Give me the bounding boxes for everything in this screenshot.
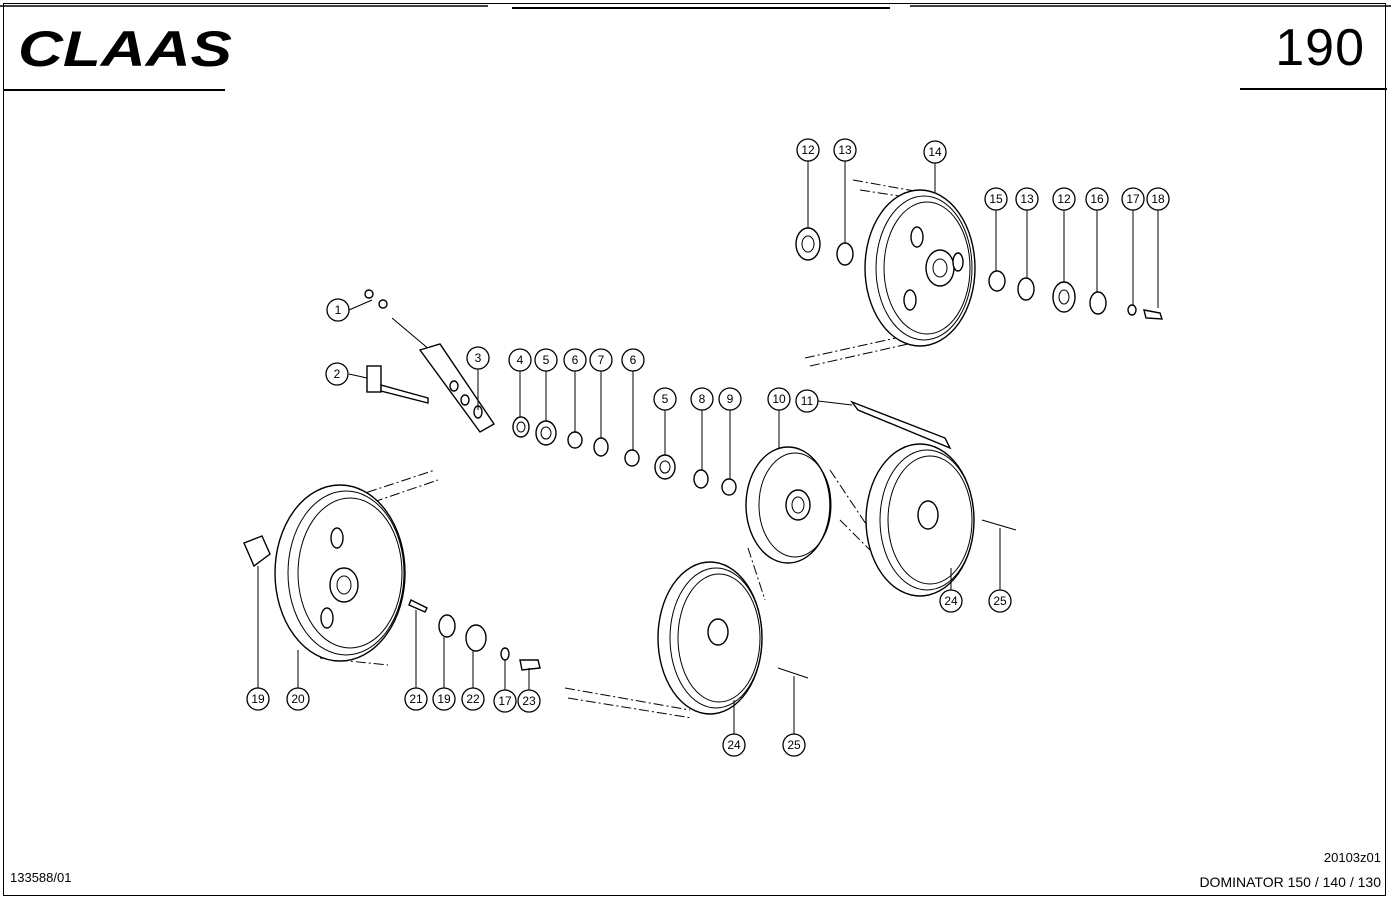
- svg-text:15: 15: [989, 192, 1003, 206]
- callout-13: 13: [833, 138, 857, 162]
- callout-2: 2: [325, 362, 349, 386]
- svg-text:19: 19: [251, 692, 265, 706]
- callout-23: 23: [517, 689, 541, 713]
- svg-text:22: 22: [466, 692, 480, 706]
- document-number: 133588/01: [10, 870, 72, 885]
- svg-text:19: 19: [437, 692, 451, 706]
- svg-text:12: 12: [801, 143, 815, 157]
- lower-left-parts: [243, 535, 541, 671]
- shaft-small-parts: [512, 416, 737, 496]
- callout-24b: 24: [722, 733, 746, 757]
- part-1-nuts: [364, 289, 388, 309]
- svg-text:5: 5: [662, 392, 669, 406]
- callout-7: 7: [589, 348, 613, 372]
- svg-text:25: 25: [787, 738, 801, 752]
- part-2-bolt: [366, 365, 429, 404]
- callout-13b: 13: [1015, 187, 1039, 211]
- pulley-14: [864, 189, 976, 347]
- svg-text:5: 5: [543, 353, 550, 367]
- callout-25b: 25: [782, 733, 806, 757]
- svg-text:12: 12: [1057, 192, 1071, 206]
- svg-text:24: 24: [944, 594, 958, 608]
- callout-11: 11: [795, 389, 819, 413]
- svg-text:23: 23: [522, 694, 536, 708]
- claas-logo: CLAAS: [18, 24, 232, 74]
- callout-15: 15: [984, 187, 1008, 211]
- model-name: DOMINATOR 150 / 140 / 130: [1199, 874, 1381, 890]
- callout-10: 10: [767, 387, 791, 411]
- callout-19: 19: [246, 687, 270, 711]
- callout-17b: 17: [493, 689, 517, 713]
- svg-text:8: 8: [699, 392, 706, 406]
- callout-labels: 1 2 3 4 5 6 7 6 5 8 9 10 11 12 13 14 15 …: [246, 138, 1170, 757]
- callout-5: 5: [534, 348, 558, 372]
- callout-3: 3: [466, 346, 490, 370]
- callout-16: 16: [1085, 187, 1109, 211]
- callout-1: 1: [326, 298, 350, 322]
- svg-text:18: 18: [1151, 192, 1165, 206]
- svg-text:25: 25: [993, 594, 1007, 608]
- leader-lines: [257, 161, 1159, 734]
- callout-8: 8: [690, 387, 714, 411]
- pulley-20-left: [274, 484, 406, 662]
- svg-text:20: 20: [291, 692, 305, 706]
- svg-text:9: 9: [727, 392, 734, 406]
- callout-12b: 12: [1052, 187, 1076, 211]
- upper-right-parts: [795, 227, 1163, 320]
- callout-6b: 6: [621, 348, 645, 372]
- part-3-tension-arm: [391, 317, 496, 433]
- brand-logo-text: CLAAS: [18, 24, 232, 74]
- svg-text:13: 13: [838, 143, 852, 157]
- top-rule: [0, 5, 1391, 9]
- svg-text:24: 24: [727, 738, 741, 752]
- svg-text:14: 14: [928, 145, 942, 159]
- pulley-10: [745, 446, 832, 564]
- svg-text:6: 6: [572, 353, 579, 367]
- callout-24: 24: [939, 589, 963, 613]
- svg-text:6: 6: [630, 353, 637, 367]
- callout-18: 18: [1146, 187, 1170, 211]
- callout-6: 6: [563, 348, 587, 372]
- pulley-24-right: [865, 443, 975, 597]
- svg-text:2: 2: [334, 367, 341, 381]
- callout-19b: 19: [432, 687, 456, 711]
- callout-14: 14: [923, 140, 947, 164]
- pulley-24-center: [657, 561, 763, 715]
- callout-17: 17: [1121, 187, 1145, 211]
- callout-20: 20: [286, 687, 310, 711]
- pins-25: [777, 519, 1017, 679]
- svg-text:7: 7: [598, 353, 605, 367]
- svg-text:11: 11: [801, 394, 814, 408]
- svg-text:13: 13: [1020, 192, 1034, 206]
- drawing-code: 20103z01: [1323, 850, 1381, 865]
- callout-9: 9: [718, 387, 742, 411]
- svg-text:17: 17: [498, 694, 512, 708]
- logo-rule: [3, 89, 225, 91]
- belt-part-11: [849, 400, 952, 450]
- callout-12: 12: [796, 138, 820, 162]
- callout-21: 21: [404, 687, 428, 711]
- callout-5b: 5: [653, 387, 677, 411]
- svg-text:4: 4: [517, 353, 524, 367]
- page-frame: [3, 3, 1386, 896]
- svg-text:17: 17: [1126, 192, 1140, 206]
- page-number: 190: [1275, 19, 1365, 77]
- svg-text:16: 16: [1090, 192, 1104, 206]
- belt-lines: [319, 179, 926, 719]
- callout-4: 4: [508, 348, 532, 372]
- svg-text:3: 3: [475, 351, 482, 365]
- svg-text:10: 10: [772, 392, 786, 406]
- callout-25: 25: [988, 589, 1012, 613]
- callout-22: 22: [461, 687, 485, 711]
- page-number-rule: [1240, 88, 1387, 90]
- svg-text:21: 21: [409, 692, 423, 706]
- svg-text:1: 1: [335, 303, 342, 317]
